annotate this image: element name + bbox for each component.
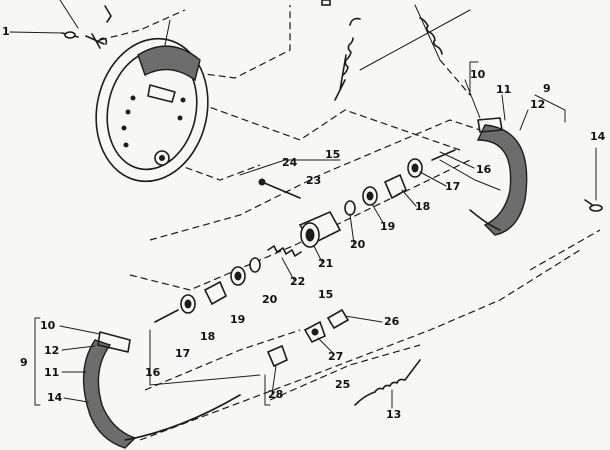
callout-14b: 14 bbox=[47, 391, 63, 404]
left-brake-shoe bbox=[82, 331, 241, 449]
callout-28: 28 bbox=[268, 388, 283, 401]
top-springs bbox=[321, 0, 471, 101]
callout-20b: 20 bbox=[262, 293, 278, 306]
callout-10: 10 bbox=[470, 68, 486, 81]
callout-15: 15 bbox=[325, 148, 340, 161]
callout-9: 9 bbox=[543, 82, 551, 95]
backing-plate bbox=[95, 19, 209, 183]
callout-18b: 18 bbox=[200, 330, 215, 343]
callout-9b: 9 bbox=[20, 356, 28, 369]
callout-25: 25 bbox=[335, 378, 350, 391]
callout-12b: 12 bbox=[44, 344, 59, 357]
callout-23: 23 bbox=[306, 174, 321, 187]
callout-21: 21 bbox=[318, 257, 333, 270]
wheel-cylinder bbox=[154, 149, 456, 323]
callout-13: 13 bbox=[386, 408, 401, 421]
callout-27: 27 bbox=[328, 350, 343, 363]
callout-labels: 1 9 10 11 12 14 15 16 17 18 19 20 21 22 … bbox=[2, 25, 606, 421]
callout-19b: 19 bbox=[230, 313, 245, 326]
callout-15b: 15 bbox=[318, 288, 333, 301]
callout-22: 22 bbox=[290, 275, 305, 288]
callout-26: 26 bbox=[384, 315, 400, 328]
callout-17b: 17 bbox=[175, 347, 190, 360]
assembly-lines bbox=[99, 5, 601, 441]
callout-11b: 11 bbox=[44, 366, 59, 379]
callout-16b: 16 bbox=[145, 366, 161, 379]
callout-17: 17 bbox=[445, 180, 460, 193]
adjuster-parts bbox=[266, 308, 421, 406]
callout-14: 14 bbox=[590, 130, 606, 143]
callout-18: 18 bbox=[415, 200, 430, 213]
right-brake-shoe bbox=[469, 117, 603, 236]
callout-24: 24 bbox=[282, 156, 298, 169]
callout-16: 16 bbox=[476, 163, 492, 176]
callout-11: 11 bbox=[496, 83, 511, 96]
callout-1: 1 bbox=[2, 25, 10, 38]
callout-10b: 10 bbox=[40, 319, 56, 332]
callout-12: 12 bbox=[530, 98, 545, 111]
bolt-assembly bbox=[59, 0, 112, 49]
leader-lines bbox=[59, 79, 597, 409]
callout-20: 20 bbox=[350, 238, 366, 251]
bracket-lines bbox=[9, 31, 566, 406]
